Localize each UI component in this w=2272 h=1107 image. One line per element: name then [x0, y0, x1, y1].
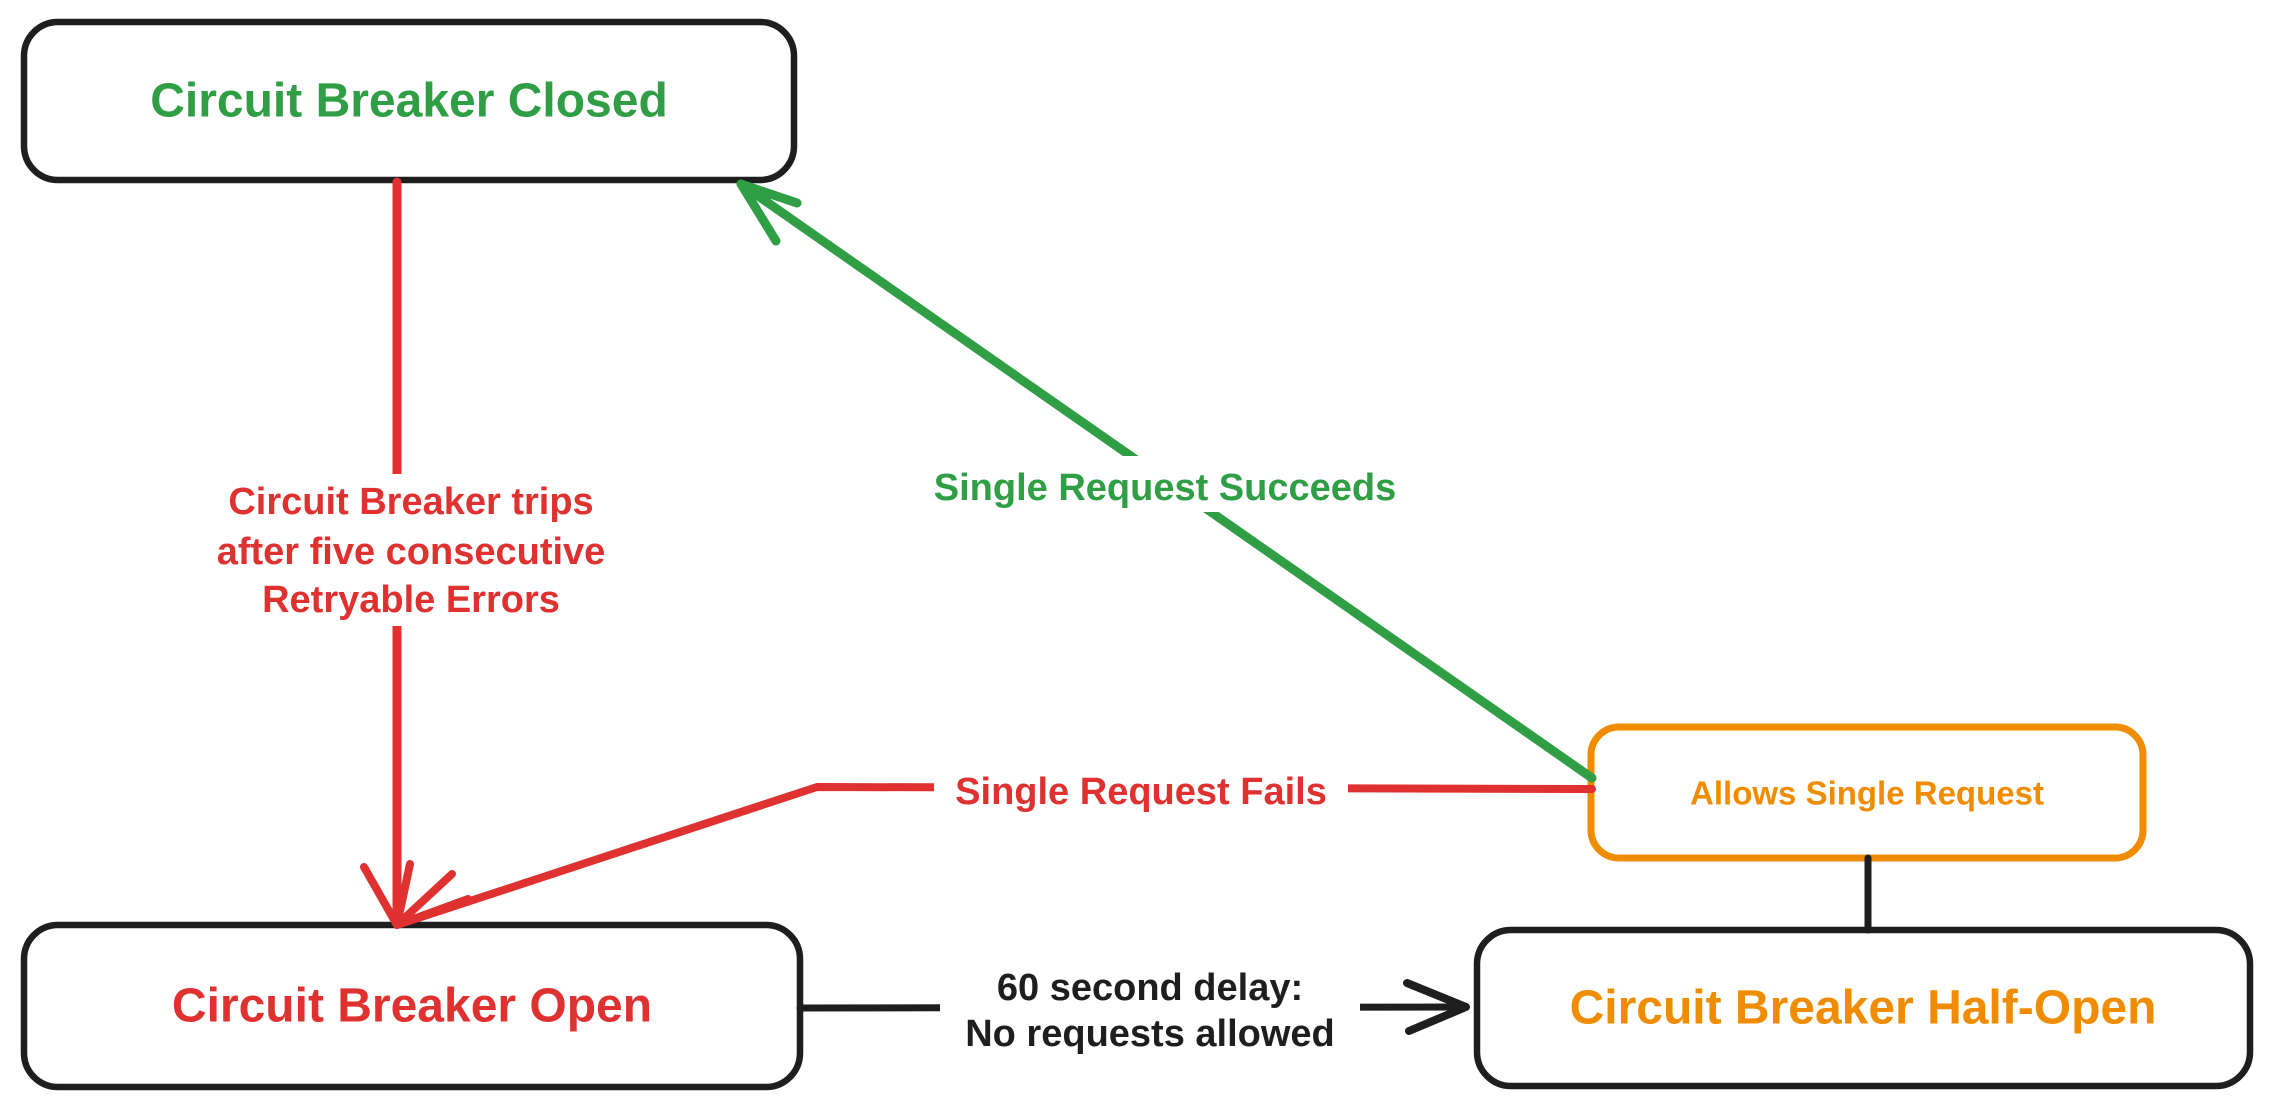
- trips-label-background: [187, 474, 635, 626]
- delay-arrowhead: [1403, 979, 1470, 1035]
- fails-label: Single Request Fails: [955, 771, 1327, 813]
- half-open-state-label: Circuit Breaker Half-Open: [1570, 982, 2157, 1035]
- succeeds-arrowhead: [736, 179, 802, 246]
- delay-label-line-1: 60 second delay:: [997, 967, 1303, 1009]
- delay-label-background: [940, 957, 1360, 1056]
- succeeds-label-background: [906, 456, 1424, 512]
- trips-label-line-2: after five consecutive: [217, 531, 606, 573]
- open-state-label: Circuit Breaker Open: [172, 980, 652, 1033]
- closed-state-box: [20, 18, 798, 184]
- succeeds-label: Single Request Succeeds: [934, 467, 1397, 509]
- closed-state-label: Circuit Breaker Closed: [150, 75, 668, 128]
- half-open-state-box: [1473, 926, 2254, 1090]
- fails-label-background: [934, 764, 1348, 814]
- trips-label-line-3: Retryable Errors: [262, 579, 560, 621]
- fails-arrowhead: [393, 870, 472, 929]
- trips-label-line-1: Circuit Breaker trips: [228, 481, 593, 523]
- trips-arrowhead: [360, 860, 414, 929]
- delay-label-line-2: No requests allowed: [965, 1013, 1335, 1055]
- allows-single-request-label: Allows Single Request: [1690, 775, 2044, 812]
